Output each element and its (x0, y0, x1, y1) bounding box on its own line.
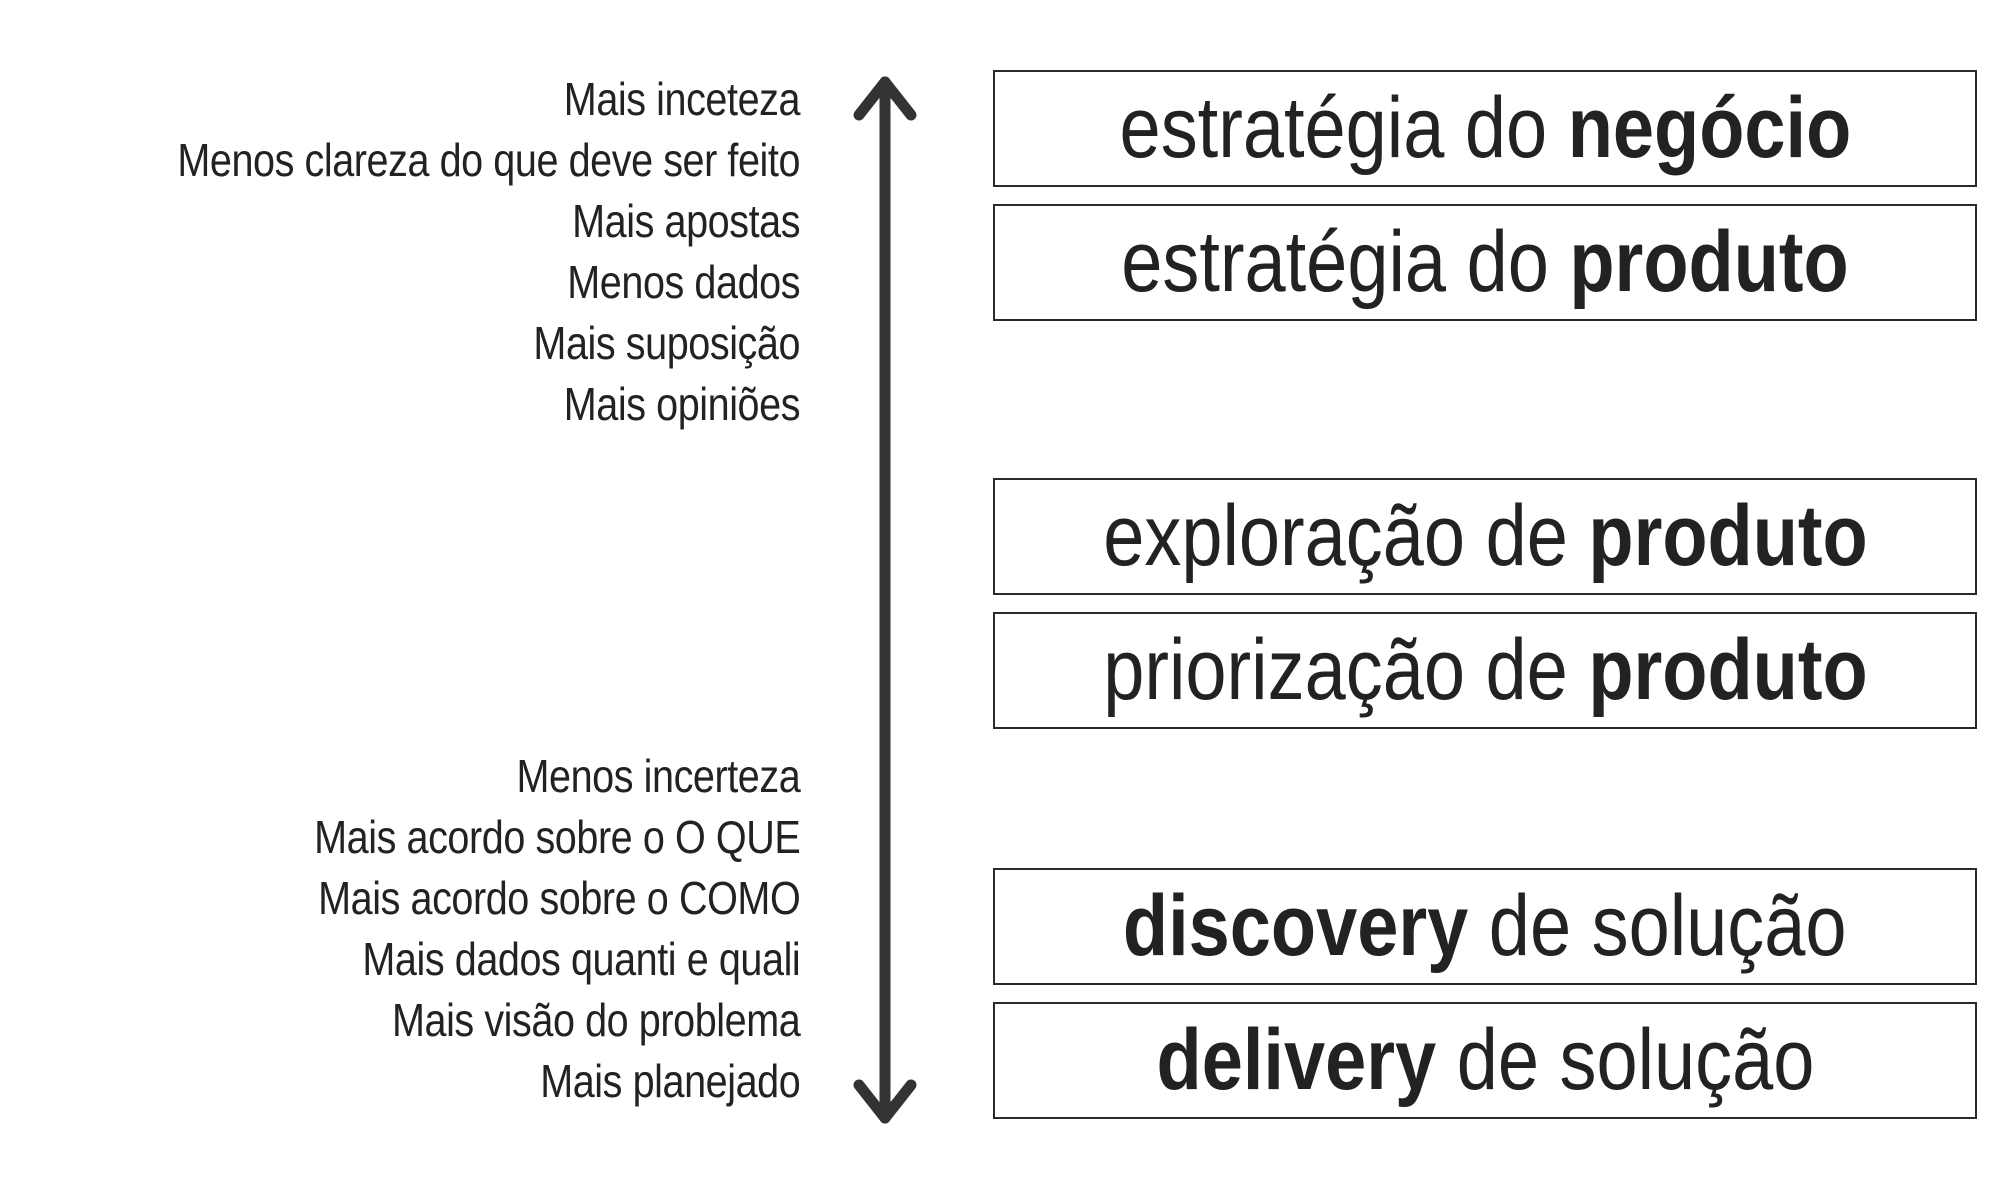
top-line-4: Menos dados (567, 256, 800, 308)
uncertainty-list-top: Mais inceteza Menos clareza do que deve … (76, 69, 800, 435)
bottom-line-5: Mais visão do problema (391, 994, 801, 1046)
box-3-text: exploração de (1102, 488, 1588, 584)
top-line-3: Mais apostas (572, 195, 800, 247)
box-2-bold: produto (1569, 214, 1849, 310)
bottom-line-4: Mais dados quanti e quali (362, 933, 800, 985)
box-2-text: estratégia do (1121, 214, 1570, 310)
box-4-bold: produto (1587, 622, 1868, 718)
top-line-6: Mais opiniões (563, 378, 801, 430)
box-6-bold: delivery (1156, 1012, 1436, 1108)
double-arrow-icon (853, 76, 917, 1124)
box-1-bold: negócio (1567, 80, 1851, 176)
box-6-text-after: de solução (1435, 1012, 1814, 1108)
top-line-5: Mais suposição (533, 317, 800, 369)
certainty-list-bottom: Menos incerteza Mais acordo sobre o O QU… (235, 746, 801, 1112)
bottom-line-3: Mais acordo sobre o COMO (317, 872, 801, 924)
top-line-2: Menos clareza do que deve ser feito (177, 134, 800, 186)
arrow-head-up (853, 76, 917, 121)
box-3-bold: produto (1587, 488, 1868, 584)
box-product-strategy: estratégia do produto (993, 204, 1977, 321)
bottom-line-6: Mais planejado (539, 1055, 801, 1107)
box-1-text: estratégia do (1119, 80, 1568, 176)
box-5-text-after: de solução (1468, 878, 1847, 974)
box-business-strategy: estratégia do negócio (993, 70, 1977, 187)
box-product-exploration: exploração de produto (993, 478, 1977, 595)
top-line-1: Mais inceteza (563, 73, 801, 125)
arrow-head-down (853, 1079, 917, 1124)
box-product-prioritization: priorização de produto (993, 612, 1977, 729)
box-4-text: priorização de (1102, 622, 1588, 718)
bottom-line-1: Menos incerteza (516, 750, 800, 802)
box-solution-delivery: delivery de solução (993, 1002, 1977, 1119)
bottom-line-2: Mais acordo sobre o O QUE (313, 811, 801, 863)
box-solution-discovery: discovery de solução (993, 868, 1977, 985)
box-5-bold: discovery (1123, 878, 1469, 974)
